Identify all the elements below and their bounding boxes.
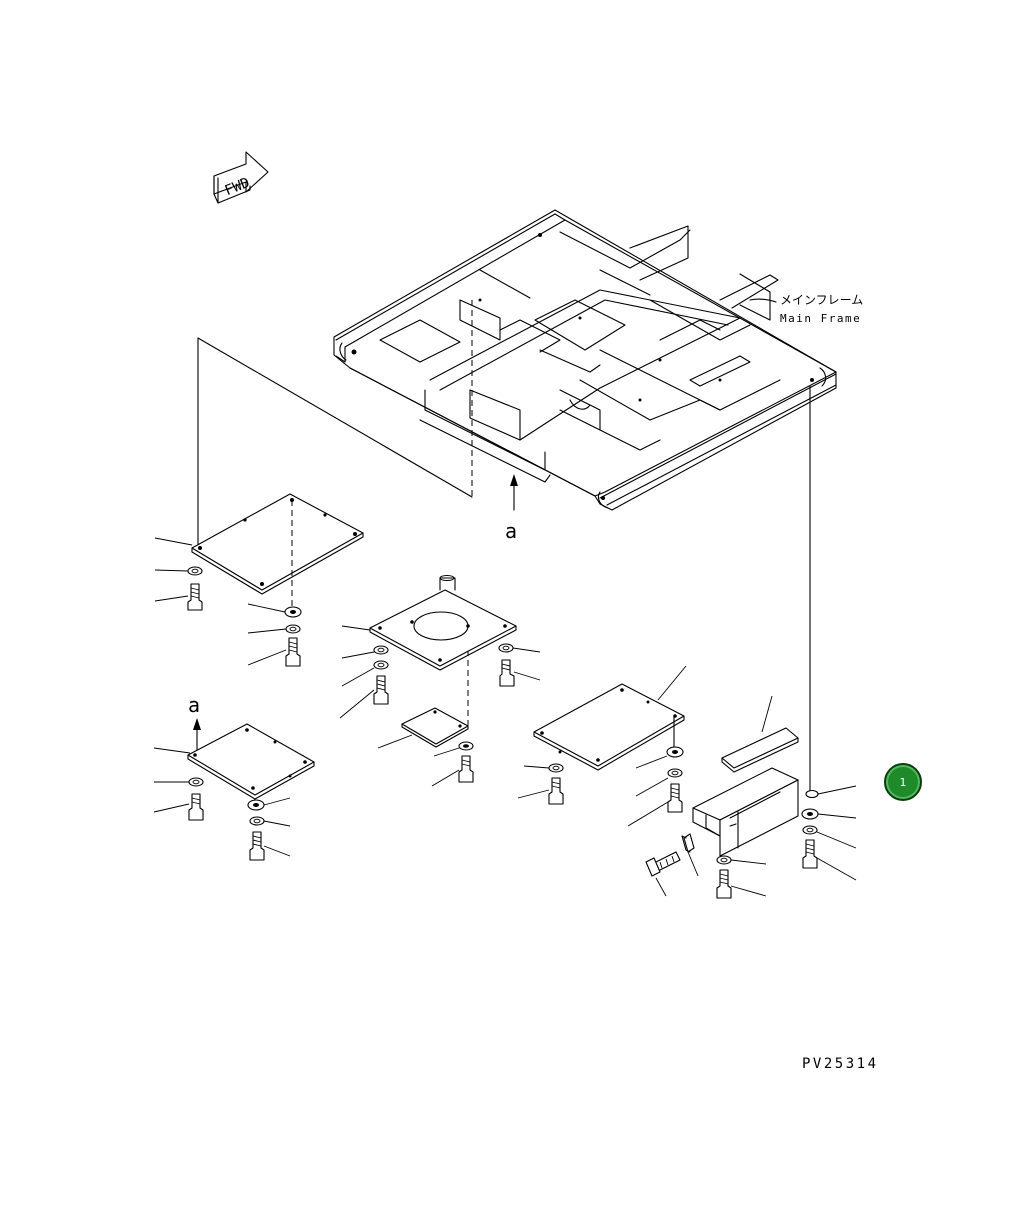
washer-6a: [716, 855, 732, 865]
clip: [681, 833, 695, 853]
small-cover-plate: [401, 707, 469, 748]
cover-strip: [721, 727, 799, 773]
washer-1c: [285, 624, 301, 634]
bolt-3a: [458, 755, 474, 783]
washer-2c: [498, 643, 514, 653]
bolt-4b: [249, 831, 265, 861]
washer-1b: [284, 606, 302, 618]
washer-4c: [249, 816, 265, 826]
washer-2a: [373, 645, 389, 655]
washer-1a: [187, 566, 203, 576]
bracket-assembly: [692, 767, 799, 857]
bolt-6c: [802, 839, 818, 869]
cover-plate-4: [533, 683, 685, 771]
frame-label-jp: メインフレーム: [780, 293, 863, 307]
washer-3a: [458, 741, 474, 751]
bolt-2a: [373, 675, 389, 705]
view-marker-a-left: a: [188, 693, 201, 756]
fwd-arrow-icon: FWD: [213, 151, 269, 204]
washer-6d: [802, 825, 818, 835]
view-marker-a-top: a: [505, 474, 518, 543]
washer-6b: [805, 789, 819, 799]
cover-plate-1: [191, 493, 364, 608]
reference-badge[interactable]: 1: [884, 763, 922, 801]
washer-6c: [801, 808, 819, 820]
bolt-4a: [188, 793, 204, 821]
projection-line-1: [197, 337, 473, 546]
bolt-6b: [716, 869, 732, 899]
frame-label-en: Main Frame: [780, 312, 861, 325]
cover-plate-3: [187, 723, 315, 800]
washer-4a: [188, 777, 204, 787]
cover-plate-2: [369, 575, 517, 671]
drawing-code: PV25314: [802, 1056, 879, 1072]
main-frame: [333, 209, 837, 511]
washer-5b: [666, 746, 684, 758]
svg-text:a: a: [505, 519, 517, 543]
bolt-1a: [187, 583, 203, 611]
bolt-2b: [499, 659, 515, 687]
bolt-1b: [285, 637, 301, 667]
svg-text:a: a: [188, 693, 200, 717]
bolt-6a: [645, 851, 681, 877]
washer-2b: [373, 660, 389, 670]
washer-4b: [247, 799, 265, 811]
washer-5c: [667, 768, 683, 778]
bolt-5a: [548, 777, 564, 805]
bolt-5b: [667, 783, 683, 813]
washer-5a: [548, 763, 564, 773]
